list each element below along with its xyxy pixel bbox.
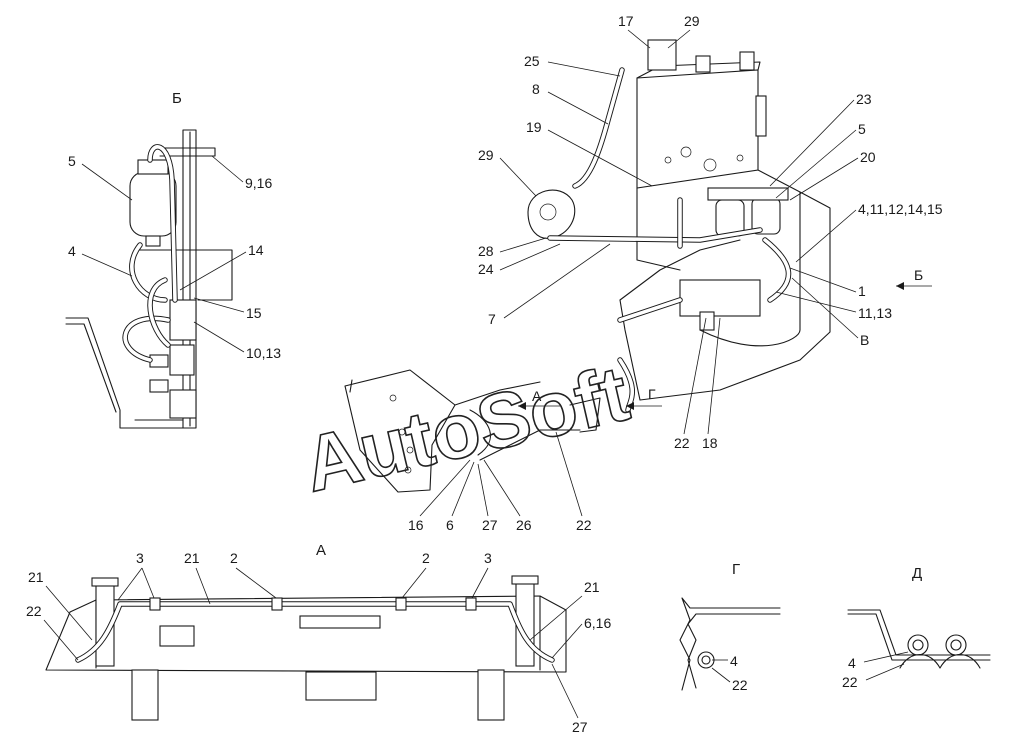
main-label-22a: 22 — [674, 435, 690, 451]
main-label-25: 25 — [524, 53, 540, 69]
a-label-6-16: 6,16 — [584, 615, 611, 631]
main-label-8: 8 — [532, 81, 540, 97]
b-label-9-16: 9,16 — [245, 175, 272, 191]
view-d: Д 4 22 — [842, 565, 991, 690]
a-label-22: 22 — [26, 603, 42, 619]
main-label-6: 6 — [446, 517, 454, 533]
arrow-a-label: А — [532, 388, 542, 404]
view-a: А 3 21 2 2 3 21 — [26, 542, 611, 735]
a-label-27: 27 — [572, 719, 588, 735]
main-label-28: 28 — [478, 243, 494, 259]
view-b: Б 5 9,16 4 14 1 — [65, 90, 281, 429]
main-label-23: 23 — [856, 91, 872, 107]
main-label-19: 19 — [526, 119, 542, 135]
a-label-3b: 3 — [484, 550, 492, 566]
main-label-7: 7 — [488, 311, 496, 327]
b-label-5: 5 — [68, 153, 76, 169]
main-label-1: 1 — [858, 283, 866, 299]
main-label-29b: 29 — [478, 147, 494, 163]
main-label-16: 16 — [408, 517, 424, 533]
a-label-3a: 3 — [136, 550, 144, 566]
view-b-title: Б — [172, 90, 182, 107]
arrow-v-label: В — [860, 332, 869, 348]
a-label-21c: 21 — [584, 579, 600, 595]
a-label-2a: 2 — [230, 550, 238, 566]
main-label-5: 5 — [858, 121, 866, 137]
view-a-title: А — [316, 542, 326, 559]
a-label-21b: 21 — [28, 569, 44, 585]
main-label-29a: 29 — [684, 13, 700, 29]
d-label-22: 22 — [842, 674, 858, 690]
main-label-17: 17 — [618, 13, 634, 29]
g-label-22: 22 — [732, 677, 748, 693]
main-label-18: 18 — [702, 435, 718, 451]
a-label-2b: 2 — [422, 550, 430, 566]
main-label-22b: 22 — [576, 517, 592, 533]
view-g: Г 4 22 — [679, 561, 781, 693]
view-g-title: Г — [732, 561, 740, 578]
main-label-4-15: 4,11,12,14,15 — [858, 201, 943, 217]
arrow-b-label: Б — [914, 267, 923, 283]
b-label-10-13: 10,13 — [246, 345, 281, 361]
main-label-26: 26 — [516, 517, 532, 533]
a-label-21a: 21 — [184, 550, 200, 566]
main-label-20: 20 — [860, 149, 876, 165]
b-label-14: 14 — [248, 242, 264, 258]
main-label-27: 27 — [482, 517, 498, 533]
watermark: AutoSoft — [296, 349, 637, 509]
g-label-4: 4 — [730, 653, 738, 669]
arrow-g-label: Г — [648, 386, 656, 402]
b-label-4: 4 — [68, 243, 76, 259]
main-label-24: 24 — [478, 261, 494, 277]
main-label-11-13: 11,13 — [858, 305, 892, 321]
view-d-title: Д — [912, 565, 922, 582]
main-view: А Г Б В 17 29 25 8 19 29 23 5 20 4,11,12… — [344, 13, 943, 533]
b-label-15: 15 — [246, 305, 262, 321]
d-label-4: 4 — [848, 655, 856, 671]
